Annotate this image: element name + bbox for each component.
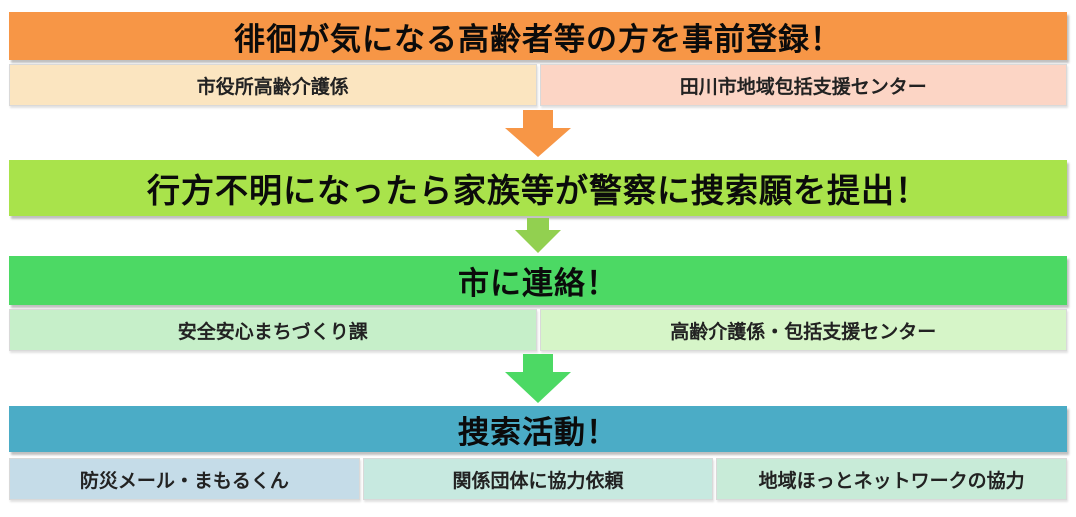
step-3-cell-1-label: 安全安心まちづくり課: [177, 320, 368, 343]
step-1-cell-1: 市役所高齢介護係: [9, 64, 537, 106]
step-3-band: 市に連絡！: [9, 256, 1067, 305]
step-4-cell-1: 防災メール・まもるくん: [9, 458, 360, 500]
step-3-cells: 安全安心まちづくり課 高齢介護係・包括支援センター: [9, 309, 1067, 351]
step-3-title: 市に連絡！: [458, 266, 618, 302]
step-1-band: 徘徊が気になる高齢者等の方を事前登録！: [9, 12, 1067, 60]
step-2-title: 行方不明になったら家族等が警察に捜索願を提出！: [147, 171, 929, 210]
step-1-cell-1-label: 市役所高齢介護係: [196, 75, 349, 98]
step-2-arrow-icon: [515, 218, 561, 253]
step-1-cell-2-label: 田川市地域包括支援センター: [679, 75, 927, 98]
step-3-cell-2: 高齢介護係・包括支援センター: [539, 309, 1067, 351]
step-1-cells: 市役所高齢介護係 田川市地域包括支援センター: [9, 64, 1067, 106]
step-3-cell-2-label: 高齢介護係・包括支援センター: [670, 320, 937, 343]
step-4-cell-2-label: 関係団体に協力依頼: [452, 469, 624, 492]
step-2-band: 行方不明になったら家族等が警察に捜索願を提出！: [9, 160, 1067, 216]
step-4-cell-3: 地域ほっとネットワークの協力: [716, 458, 1068, 500]
step-4-title: 捜索活動！: [458, 414, 618, 451]
step-4-cell-3-label: 地域ほっとネットワークの協力: [758, 469, 1025, 492]
step-3-arrow-icon: [505, 354, 571, 403]
step-3-arrow-shape: [505, 354, 571, 403]
step-4-cell-2: 関係団体に協力依頼: [362, 458, 714, 500]
step-1-cell-2: 田川市地域包括支援センター: [539, 64, 1067, 106]
step-4-cells: 防災メール・まもるくん 関係団体に協力依頼 地域ほっとネットワークの協力: [9, 458, 1068, 500]
step-4-band: 捜索活動！: [9, 406, 1067, 452]
step-1-arrow-icon: [505, 110, 571, 157]
step-2-arrow-shape: [515, 218, 561, 253]
step-4-cell-1-label: 防災メール・まもるくん: [79, 469, 289, 492]
step-3-cell-1: 安全安心まちづくり課: [9, 309, 537, 351]
step-1-title: 徘徊が気になる高齢者等の方を事前登録！: [234, 21, 842, 58]
step-1-arrow-shape: [505, 110, 571, 157]
